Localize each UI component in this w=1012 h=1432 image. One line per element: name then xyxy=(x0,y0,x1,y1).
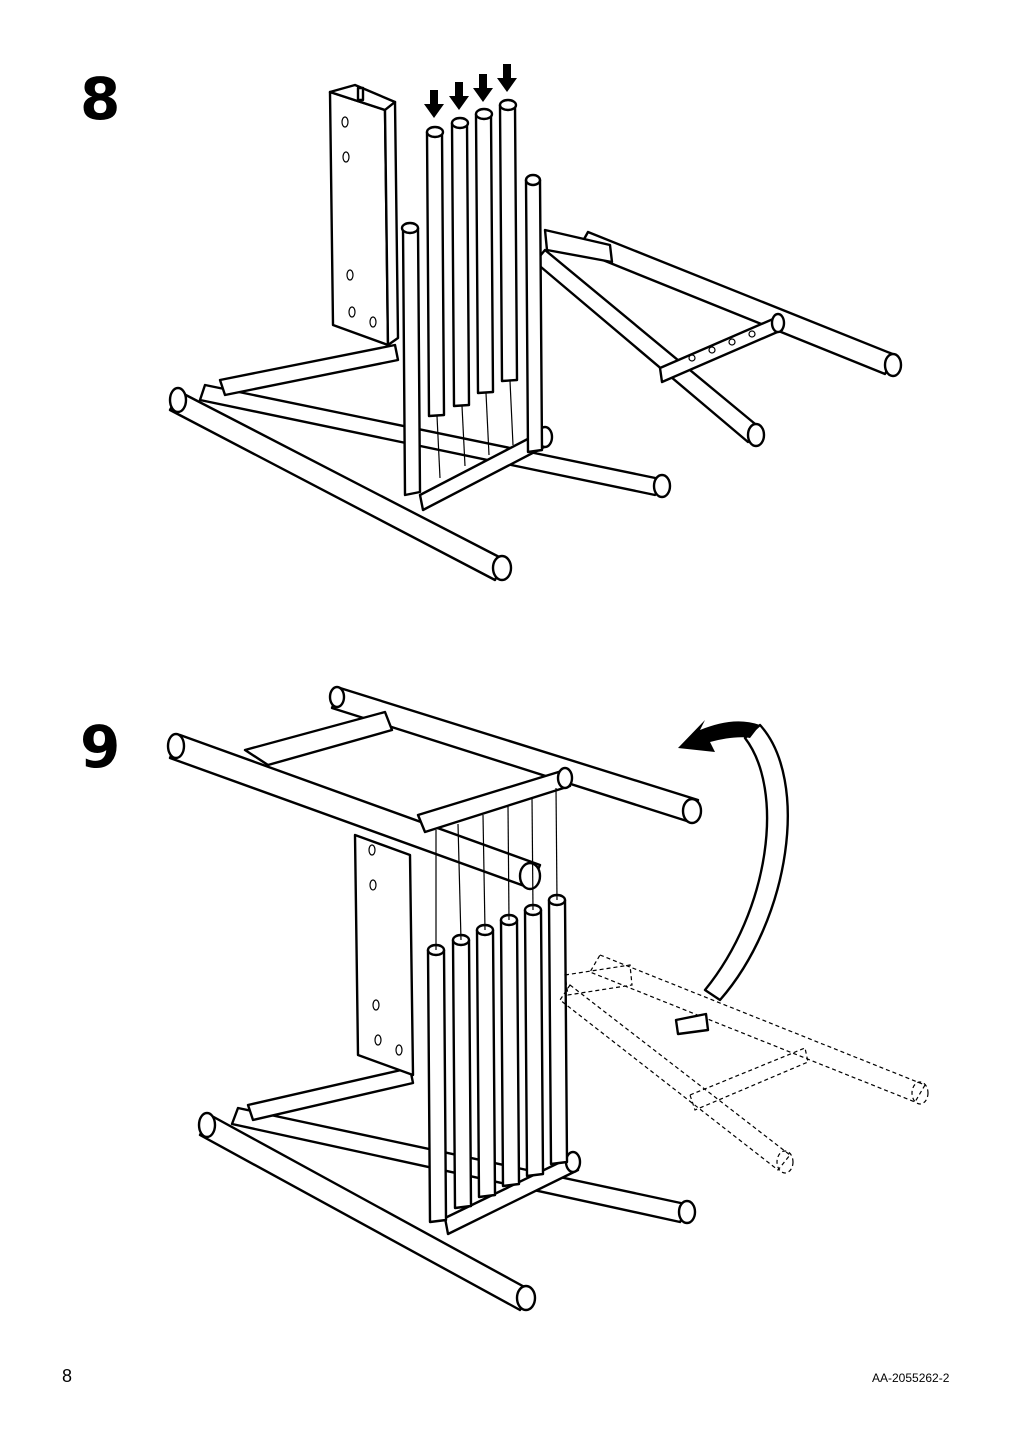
page-number: 8 xyxy=(62,1366,73,1386)
step-8-back-frame xyxy=(533,228,903,448)
step-8-insert-arrows xyxy=(424,64,517,118)
step-8-illustration xyxy=(168,64,903,582)
step-8-rails xyxy=(400,98,544,497)
step-8-backrest-panel xyxy=(328,83,400,347)
step-9-number: 9 xyxy=(80,713,121,781)
step-9-rails xyxy=(426,787,569,1224)
document-code: AA-2055262-2 xyxy=(872,1371,950,1385)
step-9-backrest-panel xyxy=(353,833,415,1077)
step-8-front-frame xyxy=(168,343,672,582)
step-9-flip-arrow xyxy=(674,720,789,1036)
step-9-ghost-frame xyxy=(559,954,929,1174)
step-9-seat-frame xyxy=(166,685,703,891)
step-8-number: 8 xyxy=(80,65,121,133)
step-9-illustration xyxy=(166,685,929,1312)
step-9-base-frame xyxy=(197,1066,697,1312)
